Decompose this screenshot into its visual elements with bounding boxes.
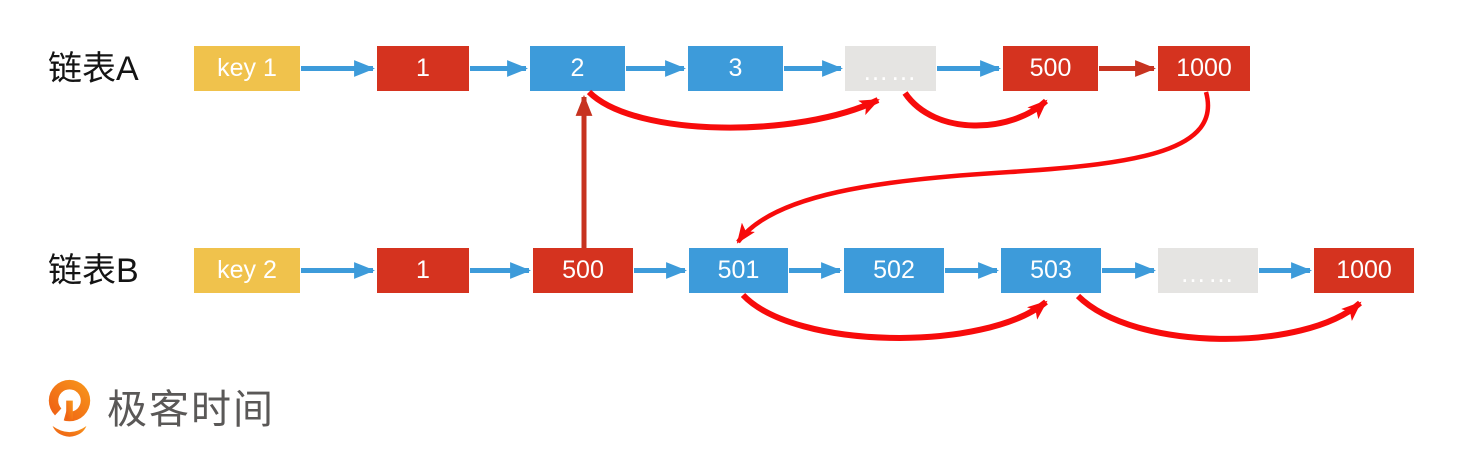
list-b-label: 链表B bbox=[48, 252, 139, 290]
node-a-1: 1 bbox=[377, 46, 469, 91]
geektime-logo-text: 极客时间 bbox=[107, 388, 275, 432]
node-a-2: 2 bbox=[530, 46, 625, 91]
geektime-logo-icon bbox=[46, 379, 91, 437]
curve-a2-to-a-ellipsis bbox=[586, 89, 880, 131]
node-a-3: 3 bbox=[688, 46, 783, 91]
curve-b501-to-b503 bbox=[740, 292, 1048, 341]
node-b-500: 500 bbox=[533, 248, 633, 293]
node-a-1000: 1000 bbox=[1158, 46, 1250, 91]
node-b-key2: key 2 bbox=[194, 248, 300, 293]
curve-b503-to-b1000 bbox=[1075, 293, 1362, 342]
node-b-501: 501 bbox=[689, 248, 788, 293]
node-b-ellipsis: …… bbox=[1158, 248, 1258, 293]
node-b-1: 1 bbox=[377, 248, 469, 293]
list-a-label: 链表A bbox=[48, 50, 139, 88]
node-b-1000: 1000 bbox=[1314, 248, 1414, 293]
node-a-500: 500 bbox=[1003, 46, 1098, 91]
node-b-503: 503 bbox=[1001, 248, 1101, 293]
curve-a-ellipsis-to-a500 bbox=[902, 91, 1049, 129]
curve-a1000-to-b501 bbox=[736, 91, 1211, 244]
node-b-502: 502 bbox=[844, 248, 944, 293]
node-a-ellipsis: …… bbox=[845, 46, 936, 91]
node-a-key1: key 1 bbox=[194, 46, 300, 91]
geektime-logo: 极客时间 bbox=[46, 378, 275, 442]
